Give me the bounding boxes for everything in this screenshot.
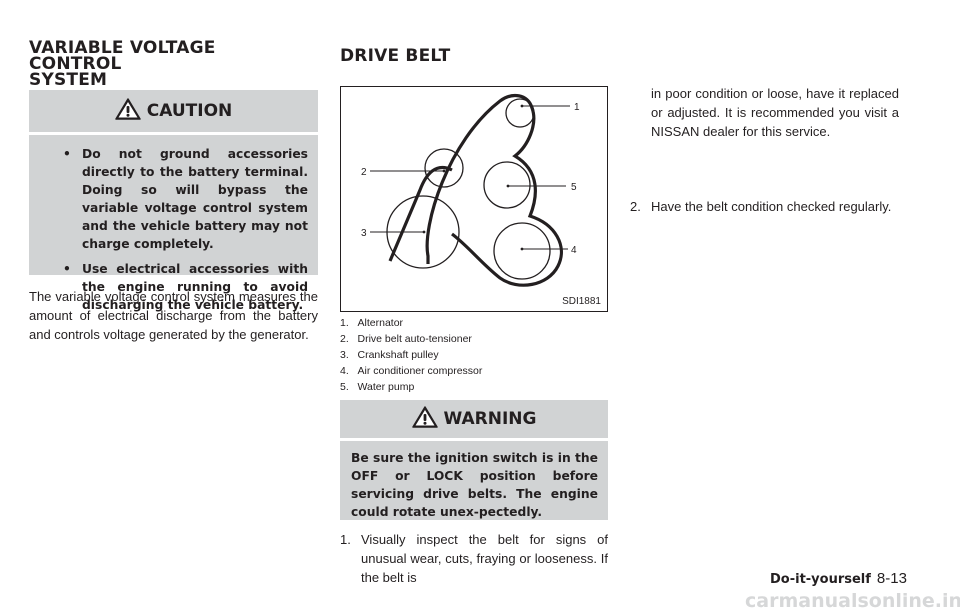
legend-item: 1. Alternator: [340, 317, 404, 329]
bullet-dot: •: [63, 147, 71, 161]
warning-box: WARNING Be sure the ignition switch is i…: [340, 400, 608, 520]
variable-voltage-description: The variable voltage control system meas…: [29, 289, 318, 342]
compressor-pulley: [493, 222, 551, 280]
caution-body: • Do not ground accessories directly to t…: [29, 135, 318, 314]
step-text: Have the belt condition checked regularl…: [651, 199, 892, 214]
callout-1: 1: [574, 102, 580, 113]
tensioner-pulley: [424, 148, 464, 188]
heading-line-2: SYSTEM: [29, 70, 108, 90]
caution-box: CAUTION • Do not ground accessories direc…: [29, 90, 318, 312]
drive-belt-figure: 1 2 3 4 5 SDI1881: [340, 86, 608, 312]
section-heading-variable-voltage: VARIABLE VOLTAGE CONTROL SYSTEM: [29, 38, 299, 90]
step-2: 2. Have the belt condition checked regul…: [630, 197, 920, 216]
caution-item: • Do not ground accessories directly to t…: [63, 145, 308, 253]
caution-header: CAUTION: [29, 90, 318, 135]
figure-code: SDI1881: [562, 296, 601, 307]
figure-legend: 1. Alternator 2. Drive belt auto-tension…: [340, 315, 608, 395]
caution-item-text: Do not ground accessories directly to th…: [82, 147, 308, 251]
warning-triangle-icon: [411, 405, 438, 433]
callout-5: 5: [571, 182, 577, 193]
legend-item: 3. Crankshaft pulley: [340, 349, 439, 361]
alternator-pulley: [505, 98, 535, 128]
warning-header: WARNING: [340, 400, 608, 441]
legend-item: 2. Drive belt auto-tensioner: [340, 333, 472, 345]
watermark: carmanualsonline.info: [745, 590, 960, 612]
page-footer: Do-it-yourself 8-13: [770, 570, 907, 587]
legend-item: 4. Air conditioner compressor: [340, 365, 483, 377]
step-1: 1. Visually inspect the belt for signs o…: [340, 530, 608, 587]
step-number: 2.: [630, 199, 641, 214]
footer-section-name: Do-it-yourself: [770, 572, 871, 587]
water-pump-pulley: [483, 161, 531, 209]
belt-path: [425, 93, 563, 287]
section-heading-drive-belt: DRIVE BELT: [340, 46, 451, 66]
caution-item-text: Use electrical accessories with the engi…: [82, 262, 308, 312]
caution-title: CAUTION: [146, 101, 233, 121]
callout-2: 2: [361, 167, 367, 178]
warning-triangle-icon: [114, 97, 141, 125]
warning-text: Be sure the ignition switch is in the OF…: [351, 451, 598, 519]
callout-3: 3: [361, 228, 367, 239]
callout-4: 4: [571, 245, 577, 256]
warning-body: Be sure the ignition switch is in the OF…: [340, 441, 608, 521]
step-1-continued: in poor condition or loose, have it repl…: [651, 86, 899, 139]
step-text: Visually inspect the belt for signs of u…: [361, 532, 608, 585]
drive-belt-diagram: 1 2 3 4 5 SDI1881: [340, 86, 608, 312]
page-number: 8-13: [876, 570, 907, 587]
caution-item: • Use electrical accessories with the eng…: [63, 260, 308, 314]
step-number: 1.: [340, 532, 351, 547]
bullet-dot: •: [63, 262, 71, 276]
warning-title: WARNING: [443, 409, 537, 429]
heading-line-1: VARIABLE VOLTAGE CONTROL: [29, 38, 216, 74]
legend-item: 5. Water pump: [340, 381, 415, 393]
